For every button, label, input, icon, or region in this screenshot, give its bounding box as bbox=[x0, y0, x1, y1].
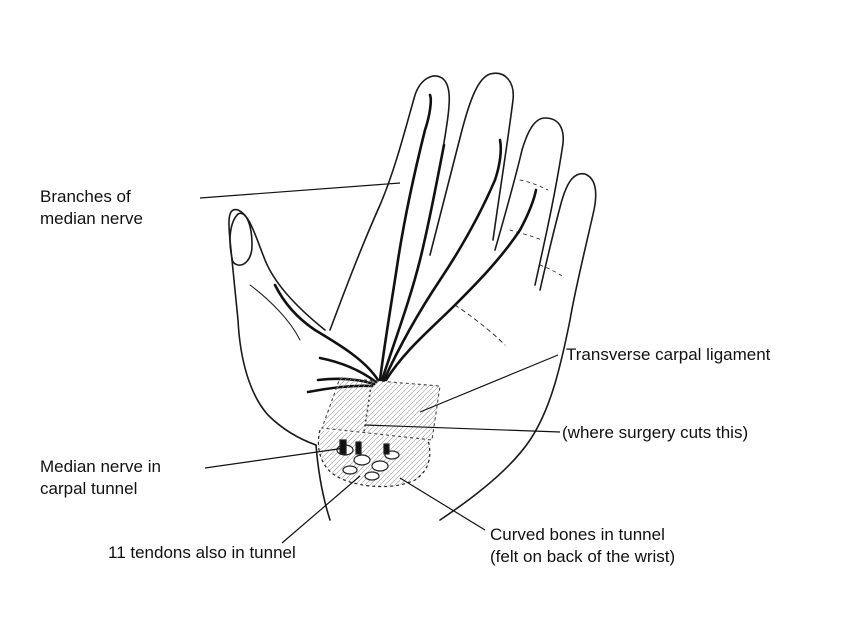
label-curved-bones: Curved bones in tunnel (felt on back of … bbox=[490, 524, 675, 568]
label-line: Curved bones in tunnel bbox=[490, 524, 675, 546]
label-branches-of-median-nerve: Branches of median nerve bbox=[40, 186, 143, 230]
label-line: Branches of bbox=[40, 186, 143, 208]
label-where-surgery-cuts: (where surgery cuts this) bbox=[562, 422, 748, 444]
label-line: median nerve bbox=[40, 208, 143, 230]
label-11-tendons: 11 tendons also in tunnel bbox=[108, 542, 296, 564]
label-line: (felt on back of the wrist) bbox=[490, 546, 675, 568]
label-line: Transverse carpal ligament bbox=[566, 344, 770, 366]
label-line: 11 tendons also in tunnel bbox=[108, 542, 296, 564]
label-line: Median nerve in bbox=[40, 456, 161, 478]
carpal-tunnel-cross-section bbox=[318, 430, 429, 487]
label-line: (where surgery cuts this) bbox=[562, 422, 748, 444]
label-median-nerve-in-carpal-tunnel: Median nerve in carpal tunnel bbox=[40, 456, 161, 500]
label-line: carpal tunnel bbox=[40, 478, 161, 500]
transverse-carpal-ligament bbox=[322, 378, 440, 440]
leader-lines bbox=[200, 183, 560, 543]
label-transverse-carpal-ligament: Transverse carpal ligament bbox=[566, 344, 770, 366]
